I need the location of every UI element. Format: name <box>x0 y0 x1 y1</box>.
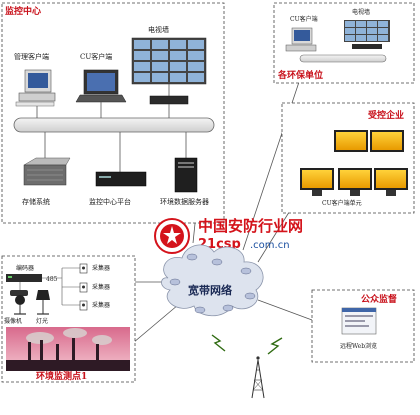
env-point-title: 环境监测点1 <box>36 370 87 382</box>
security-unit-panel: CU客户端 电视墙 各环保单位 <box>273 2 415 84</box>
security-unit-bus <box>299 54 387 63</box>
watermark-logo <box>154 218 190 254</box>
security-unit-tv-wall-label: 电视墙 <box>352 8 370 16</box>
security-unit-tv-wall-icon <box>344 20 390 49</box>
storage-system-label: 存储系统 <box>22 197 50 206</box>
light-label: 灯光 <box>36 317 48 325</box>
camera-icon <box>10 282 28 315</box>
collector-label-2: 采集器 <box>92 283 110 291</box>
watermark-site-name: 中国安防行业网 <box>198 217 303 235</box>
cu-client-label: CU客户端 <box>80 52 112 61</box>
port-485-label: 485 <box>46 276 58 283</box>
platform-label: 监控中心平台 <box>89 197 131 206</box>
broadband-cloud-icon <box>161 244 264 317</box>
cu-client-unit-label: CU客户端单元 <box>322 199 362 207</box>
decoder-icon <box>149 84 189 118</box>
broadband-network-label: 宽带网络 <box>187 283 232 297</box>
camera-label: 摄像机 <box>4 317 22 325</box>
tv-wall-label: 电视墙 <box>148 25 169 34</box>
tv-wall-icon <box>131 37 207 85</box>
laptop-icon <box>75 69 127 118</box>
storage-server-icon <box>23 132 71 186</box>
monitor-center-title: 监控中心 <box>5 5 41 17</box>
enterprise-monitor-icons <box>300 130 408 196</box>
admin-client-label: 管理客户端 <box>14 52 49 61</box>
lightning-icon <box>211 334 283 355</box>
admin-workstation-icon <box>15 69 56 118</box>
platform-server-icon <box>95 132 147 187</box>
public-supervision-title: 公众监督 <box>361 293 397 305</box>
monitor-center-bus <box>13 117 215 133</box>
remote-web-label: 远程Web浏览 <box>340 342 377 350</box>
collector-label-3: 采集器 <box>92 301 110 309</box>
security-unit-title: 各环保单位 <box>277 69 323 81</box>
collector-icons <box>79 263 88 311</box>
radio-tower-icon <box>251 356 265 399</box>
controlled-enterprise-panel: 受控企业 CU客户端单元 <box>281 102 415 214</box>
encoder-icon <box>6 274 42 282</box>
encoder-label: 编码器 <box>16 264 34 272</box>
factory-image <box>6 327 130 371</box>
collector-label-1: 采集器 <box>92 264 110 272</box>
monitor-center-panel: 监控中心 管理客户端 CU客户端 电视墙 <box>1 2 225 224</box>
watermark-domain: .com.cn <box>250 240 290 251</box>
collector-links <box>42 267 80 306</box>
light-icon <box>36 290 50 315</box>
web-browser-icon <box>341 307 377 335</box>
env-data-server-label: 环境数据服务器 <box>160 197 209 206</box>
controlled-enterprise-title: 受控企业 <box>368 109 404 121</box>
public-supervision-panel: 公众监督 远程Web浏览 <box>311 289 415 363</box>
security-unit-cu-label: CU客户端 <box>290 15 318 23</box>
security-unit-workstation-icon <box>285 27 317 52</box>
env-point-panel: 编码器 485 采集器 采集器 采集器 <box>1 255 136 383</box>
env-data-server-icon <box>174 132 198 193</box>
